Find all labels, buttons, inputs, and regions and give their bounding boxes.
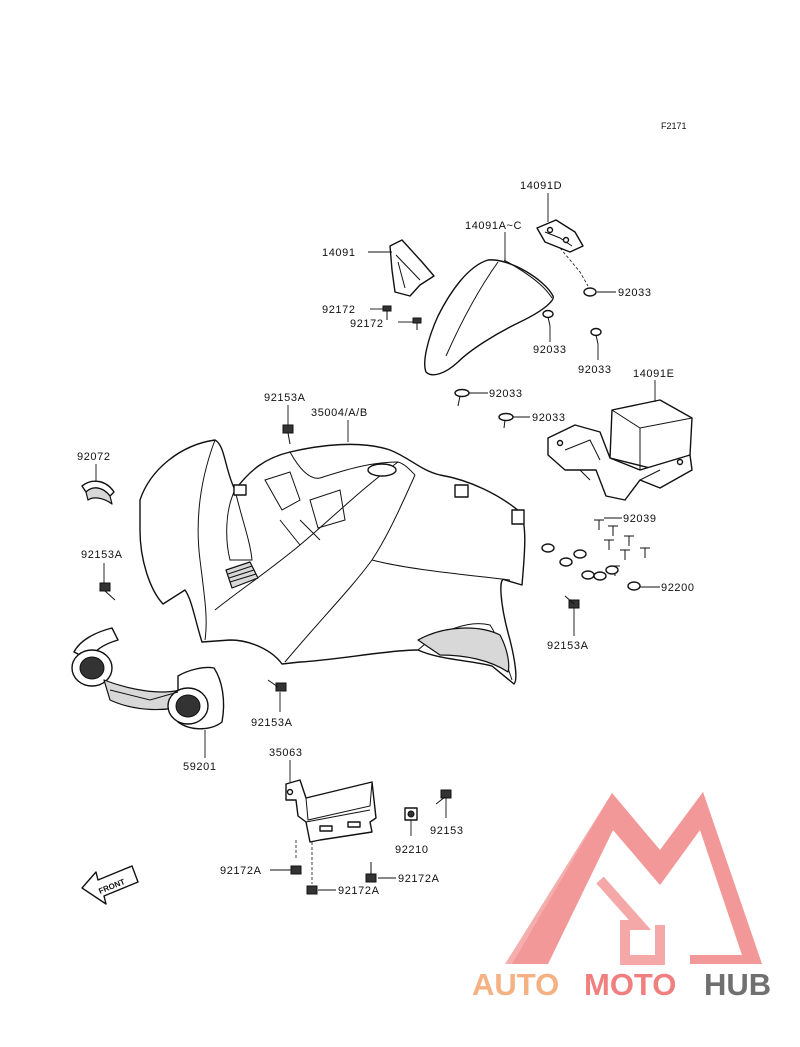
part-bolt-92153a-b — [99, 582, 116, 601]
watermark-text: AUTO MOTO HUB — [472, 967, 771, 1002]
callout-35004: 35004/A/B — [311, 407, 368, 419]
callout-14091d: 14091D — [520, 180, 562, 192]
part-bolt-92153a-d — [267, 679, 287, 692]
part-screw-92172a-b — [365, 862, 377, 883]
part-bolt-92153a-a — [282, 424, 294, 445]
part-screw-92172a-c — [306, 885, 318, 895]
callout-92172-a: 92172 — [322, 304, 356, 316]
callout-59201: 59201 — [183, 761, 217, 773]
callout-92072: 92072 — [77, 451, 111, 463]
part-cover-14091e — [547, 399, 693, 501]
callout-92039: 92039 — [623, 513, 657, 525]
part-bolt-92153 — [435, 789, 452, 805]
part-nut-92210 — [404, 807, 418, 821]
callout-92033-a: 92033 — [618, 287, 652, 299]
front-direction-arrow: FRONT — [81, 865, 139, 905]
callout-92153: 92153 — [430, 825, 464, 837]
callout-92033-c: 92033 — [578, 364, 612, 376]
callout-14091a-c: 14091A~C — [465, 220, 522, 232]
callout-92153a-a: 92153A — [264, 392, 306, 404]
part-clip-92033-e — [498, 412, 514, 429]
part-clip-92033-a — [583, 287, 597, 297]
callout-14091: 14091 — [322, 247, 356, 259]
callout-92172-b: 92172 — [350, 318, 384, 330]
part-headlight-cover-59201 — [71, 627, 225, 730]
part-bolt-92153a-c — [564, 595, 580, 609]
part-cover-14091a — [424, 259, 554, 376]
callout-92210: 92210 — [395, 844, 429, 856]
callout-92033-b: 92033 — [533, 344, 567, 356]
callout-92033-e: 92033 — [532, 412, 566, 424]
watermark-auto: AUTO — [472, 967, 559, 1002]
part-screw-92172-a — [382, 305, 392, 320]
part-screw-92172-b — [412, 317, 422, 330]
callout-92153a-b: 92153A — [81, 549, 123, 561]
callout-92172a-c: 92172A — [338, 885, 380, 897]
callout-92172a-b: 92172A — [398, 873, 440, 885]
callout-92033-d: 92033 — [489, 388, 523, 400]
callout-14091e: 14091E — [633, 368, 675, 380]
part-clip-92033-d — [454, 388, 470, 407]
part-band-92072 — [81, 480, 115, 505]
part-bracket-14091d — [536, 219, 589, 287]
watermark-hub: HUB — [704, 967, 771, 1002]
watermark-moto: MOTO — [584, 967, 676, 1002]
part-clip-92033-c — [590, 327, 602, 345]
part-cover-14091 — [389, 239, 435, 297]
callout-92153a-d: 92153A — [251, 717, 293, 729]
callout-92153a-c: 92153A — [547, 640, 589, 652]
callout-92200: 92200 — [661, 582, 695, 594]
part-front-fender-35004 — [139, 439, 526, 685]
part-clip-92033-b — [542, 309, 554, 327]
part-screw-92172a-a — [290, 865, 302, 875]
callout-35063: 35063 — [269, 747, 303, 759]
figure-code: F2171 — [661, 121, 687, 131]
part-washers-92200 — [541, 543, 641, 591]
callout-92172a-a: 92172A — [220, 865, 262, 877]
part-bracket-35063 — [285, 779, 377, 884]
watermark-logo — [505, 792, 762, 965]
part-clips-92039 — [594, 519, 650, 576]
